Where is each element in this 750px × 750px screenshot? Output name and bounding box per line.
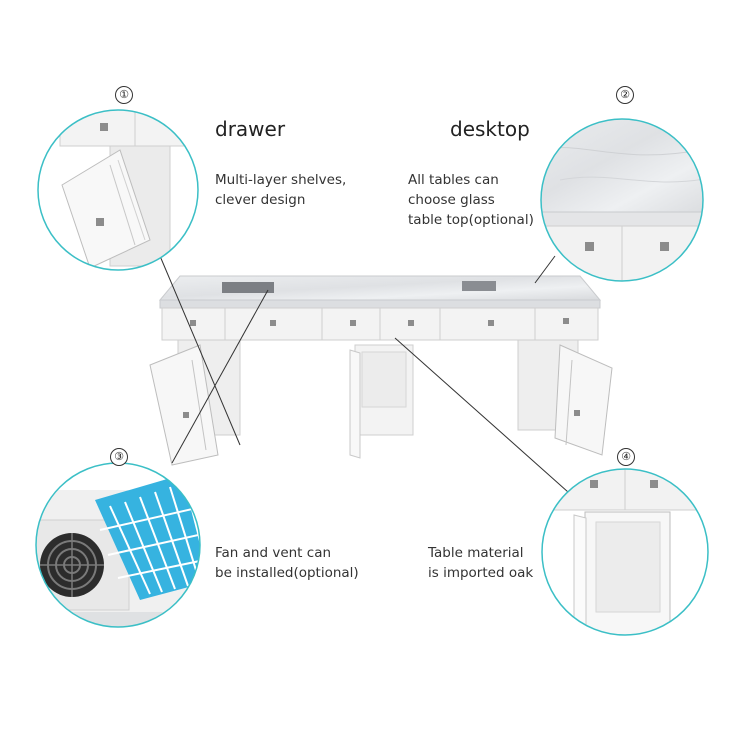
leader-line-1	[159, 255, 241, 446]
circle-border-1	[37, 109, 199, 271]
leader-line-3	[171, 289, 269, 464]
callout-heading-desktop: desktop	[450, 117, 530, 141]
callout-description-material: Table material is imported oak	[428, 545, 534, 581]
callout-description-drawer: Multi-layer shelves, clever design	[215, 172, 347, 208]
circle-border-2	[540, 118, 704, 282]
callout-number-3: ③	[110, 448, 128, 466]
left-drawer-handle	[183, 412, 189, 418]
circle-border-4	[541, 468, 709, 636]
callout-number-1: ①	[115, 86, 133, 104]
center-cabinet-door	[349, 349, 361, 459]
callout-number-4: ④	[617, 448, 635, 466]
vent-left	[222, 282, 274, 293]
vent-right	[462, 281, 496, 291]
leader-lines	[159, 255, 569, 493]
detail-circle-cabinet	[541, 468, 709, 636]
callout-description-fan: Fan and vent can be installed(optional)	[215, 545, 359, 581]
callout-description-desktop: All tables can choose glass table top(op…	[408, 172, 534, 228]
left-open-drawer	[149, 344, 219, 466]
nail-table	[149, 275, 613, 466]
tabletop-edge	[159, 299, 601, 309]
detail-circle-desktop	[540, 118, 704, 282]
drawer-handles	[190, 318, 569, 326]
leader-line-4	[394, 337, 569, 493]
right-open-drawer	[554, 344, 613, 456]
callout-number-2: ②	[616, 86, 634, 104]
leader-line-2	[534, 255, 556, 284]
detail-circle-drawer	[37, 109, 199, 271]
drawer-dividers	[224, 308, 536, 340]
right-drawer-handle	[574, 410, 580, 416]
detail-circle-fan	[35, 462, 201, 628]
callout-heading-drawer: drawer	[215, 117, 286, 141]
